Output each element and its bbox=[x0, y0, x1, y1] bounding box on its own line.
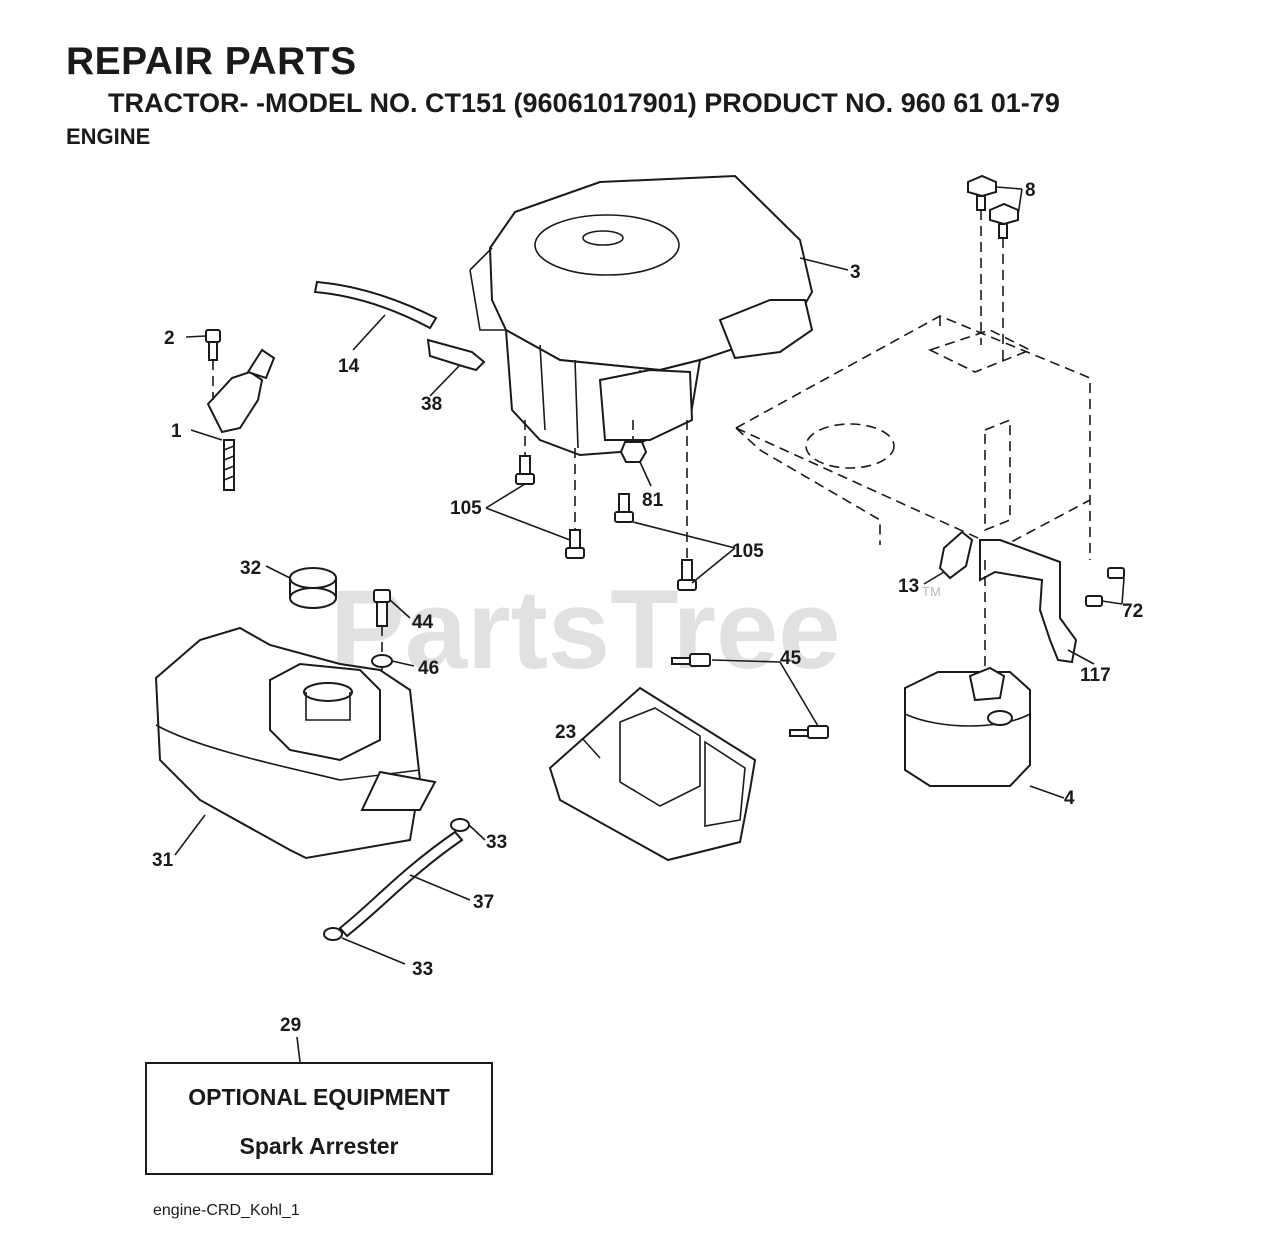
callout-105-left: 105 bbox=[450, 498, 482, 519]
callout-29: 29 bbox=[280, 1015, 301, 1036]
throttle-control-part[interactable] bbox=[206, 348, 276, 491]
watermark-trademark: TM bbox=[922, 584, 941, 599]
callout-8: 8 bbox=[1025, 180, 1036, 201]
callout-33-upper: 33 bbox=[486, 832, 507, 853]
page-title: REPAIR PARTS bbox=[66, 40, 357, 83]
callout-13: 13 bbox=[898, 576, 919, 597]
optional-equipment-item[interactable]: Spark Arrester bbox=[239, 1133, 399, 1159]
callout-31: 31 bbox=[152, 850, 174, 871]
muffler-part[interactable] bbox=[904, 560, 1031, 787]
leader-lines bbox=[174, 186, 1125, 1063]
callout-37: 37 bbox=[473, 892, 494, 913]
heat-shield-screw-part[interactable] bbox=[671, 653, 829, 739]
model-subtitle: TRACTOR- -MODEL NO. CT151 (96061017901) … bbox=[108, 88, 1060, 118]
throttle-screw-part[interactable] bbox=[205, 329, 221, 400]
callout-46: 46 bbox=[418, 658, 439, 679]
callout-1: 1 bbox=[171, 421, 182, 442]
optional-equipment-title: OPTIONAL EQUIPMENT bbox=[188, 1084, 450, 1110]
optional-equipment-box: OPTIONAL EQUIPMENT Spark Arrester bbox=[145, 1062, 493, 1175]
callout-72: 72 bbox=[1122, 601, 1143, 622]
frame-knob-part[interactable] bbox=[967, 174, 1019, 360]
fuel-filter-part[interactable] bbox=[426, 338, 486, 372]
callout-81: 81 bbox=[642, 490, 664, 511]
engine-bolt-part[interactable] bbox=[515, 420, 697, 591]
fuel-tank-part[interactable] bbox=[154, 626, 437, 860]
heat-shield-part[interactable] bbox=[548, 686, 757, 862]
exhaust-gasket-part[interactable] bbox=[938, 530, 974, 580]
callout-117: 117 bbox=[1080, 665, 1111, 686]
figure-reference: engine-CRD_Kohl_1 bbox=[153, 1202, 300, 1219]
callout-44: 44 bbox=[412, 612, 434, 633]
watermark-text: PartsTree bbox=[330, 567, 841, 692]
callout-32: 32 bbox=[240, 558, 261, 579]
callout-45: 45 bbox=[780, 648, 802, 669]
callout-labels: 1 2 3 4 8 13 14 23 29 31 32 33 33 37 38 … bbox=[152, 180, 1143, 1036]
fuel-cap-part[interactable] bbox=[289, 567, 337, 609]
fuel-tank-screw-part[interactable] bbox=[373, 589, 391, 655]
callout-33-lower: 33 bbox=[412, 959, 433, 980]
callout-4: 4 bbox=[1064, 788, 1075, 809]
fuel-hose-part[interactable] bbox=[338, 830, 464, 938]
callout-38: 38 bbox=[421, 394, 442, 415]
section-title: ENGINE bbox=[66, 124, 151, 149]
callout-2: 2 bbox=[164, 328, 175, 349]
tractor-frame bbox=[735, 315, 1091, 560]
exhaust-manifold-part[interactable] bbox=[979, 539, 1078, 664]
callout-3: 3 bbox=[850, 262, 861, 283]
exhaust-bolt-part[interactable] bbox=[1085, 567, 1125, 607]
fuel-line-part[interactable] bbox=[313, 280, 438, 330]
callout-23: 23 bbox=[555, 722, 576, 743]
callout-105-right: 105 bbox=[732, 541, 764, 562]
callout-14: 14 bbox=[338, 356, 360, 377]
engine-part[interactable] bbox=[469, 174, 814, 457]
